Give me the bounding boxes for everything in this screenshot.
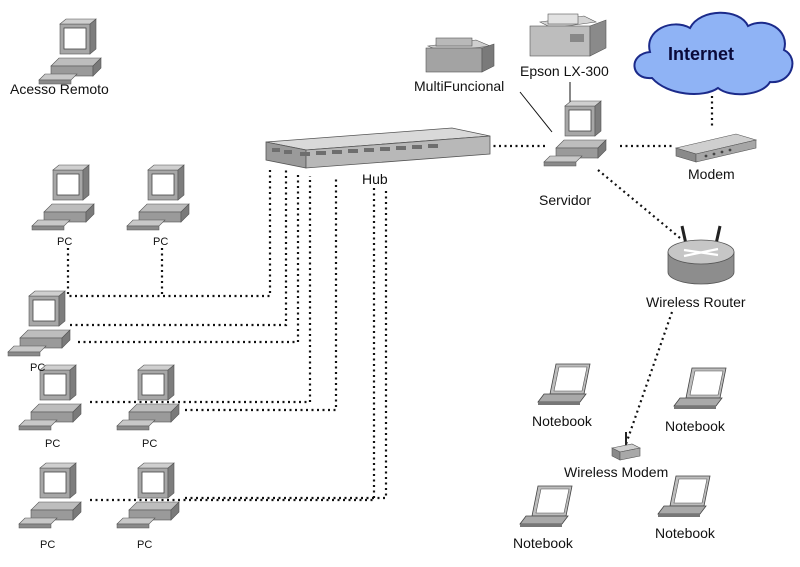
hub-label: Hub (362, 171, 388, 187)
pc-row4-left-computer (18, 462, 82, 529)
link-pc-middle-hub-2 (78, 172, 300, 344)
notebook-2-laptop (673, 367, 727, 410)
link-multifuncional (519, 91, 553, 133)
pc-top-left-computer (31, 164, 95, 231)
wireless-router-label: Wireless Router (646, 294, 746, 310)
pc-row3-left-computer (18, 364, 82, 431)
notebook-4-label: Notebook (655, 525, 715, 541)
epson-label: Epson LX-300 (520, 63, 609, 79)
link-pc-row3-right-hub (185, 176, 338, 412)
link-pc-middle-hub (70, 170, 288, 327)
link-servidor-router (597, 169, 681, 239)
internet-cloud (633, 11, 794, 96)
pc-top-right-label: PC (153, 236, 169, 248)
link-pc-row3-left-hub (90, 176, 312, 404)
notebook-4-laptop (657, 475, 711, 518)
acesso-remoto-label: Acesso Remoto (10, 81, 109, 97)
printer-links (519, 82, 571, 133)
pc-row3-left-label: PC (45, 438, 61, 450)
modem-device (674, 133, 758, 163)
pc-middle-label: PC (30, 362, 46, 374)
pc-top-right-computer (126, 164, 190, 231)
link-router-wireless-modem (624, 311, 674, 445)
pc-top-left-label: PC (57, 236, 73, 248)
modem-label: Modem (688, 166, 735, 182)
pc-row3-right-computer (116, 364, 180, 431)
link-pc-top-left-hub (66, 170, 272, 298)
link-pc-row4-right-hub (185, 190, 388, 500)
wireless-modem-device (611, 432, 641, 461)
acesso-remoto-computer (38, 18, 102, 85)
hub-device (265, 127, 491, 169)
multifuncional-printer (425, 37, 495, 73)
multifuncional-label: MultiFuncional (414, 78, 505, 94)
epson-printer (529, 13, 607, 57)
pc-row4-left-label: PC (40, 539, 56, 551)
notebook-2-label: Notebook (665, 418, 725, 434)
wireless-modem-label: Wireless Modem (564, 464, 669, 480)
network-links (66, 96, 714, 502)
servidor-computer (543, 100, 607, 167)
pc-middle-computer (7, 290, 71, 357)
link-pc-row4-left-hub (90, 186, 376, 502)
pc-row4-right-label: PC (137, 539, 153, 551)
pc-row3-right-label: PC (142, 438, 158, 450)
internet-label: Internet (668, 44, 735, 64)
notebook-3-label: Notebook (513, 535, 573, 551)
servidor-label: Servidor (539, 192, 592, 208)
pc-row4-right-computer (116, 462, 180, 529)
wireless-router-device (667, 225, 735, 285)
notebook-1-laptop (537, 363, 591, 406)
notebook-3-laptop (519, 485, 573, 528)
notebook-1-label: Notebook (532, 413, 592, 429)
